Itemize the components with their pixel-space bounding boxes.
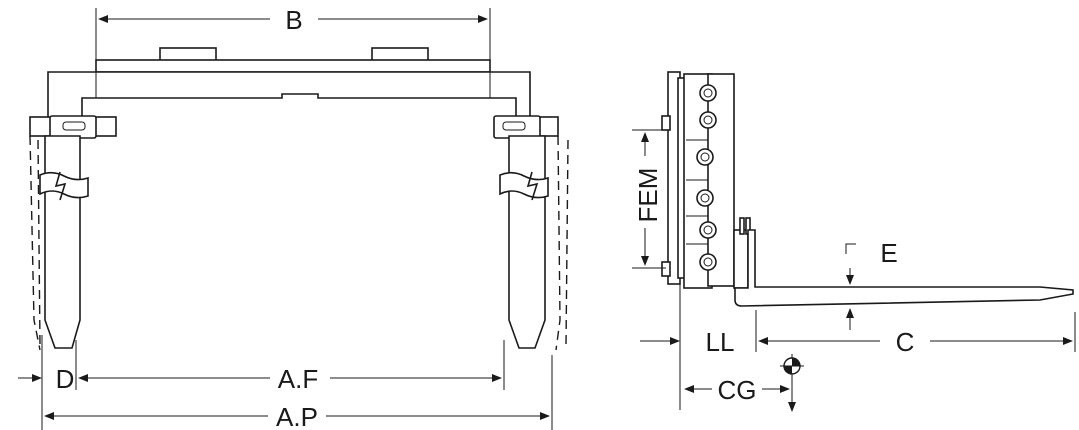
label-cg: CG bbox=[718, 375, 757, 405]
dimension-c: C bbox=[758, 312, 1076, 357]
label-d: D bbox=[56, 364, 75, 394]
dimension-b: B bbox=[95, 5, 491, 60]
side-carriage bbox=[661, 71, 735, 289]
dimension-d: D bbox=[18, 335, 77, 430]
dimension-ap: A.P bbox=[44, 355, 553, 430]
dimension-fem: FEM bbox=[632, 129, 666, 269]
dimension-ll: LL bbox=[640, 280, 757, 410]
dimension-cg: CG bbox=[684, 375, 790, 405]
dimension-af: A.F bbox=[78, 340, 505, 394]
label-ap: A.P bbox=[276, 402, 318, 430]
label-fem: FEM bbox=[633, 168, 663, 223]
left-fork bbox=[29, 115, 117, 351]
side-fork bbox=[733, 217, 1074, 307]
label-b: B bbox=[285, 5, 302, 35]
center-of-gravity-icon bbox=[780, 354, 804, 412]
right-fork bbox=[493, 115, 569, 351]
dimension-e: E bbox=[845, 238, 898, 330]
carriage bbox=[47, 47, 531, 121]
label-c: C bbox=[896, 327, 915, 357]
label-ll: LL bbox=[706, 327, 735, 357]
front-view: B bbox=[18, 5, 569, 430]
label-e: E bbox=[880, 238, 897, 268]
side-view: FEM E LL C bbox=[632, 71, 1076, 412]
label-af: A.F bbox=[278, 364, 318, 394]
